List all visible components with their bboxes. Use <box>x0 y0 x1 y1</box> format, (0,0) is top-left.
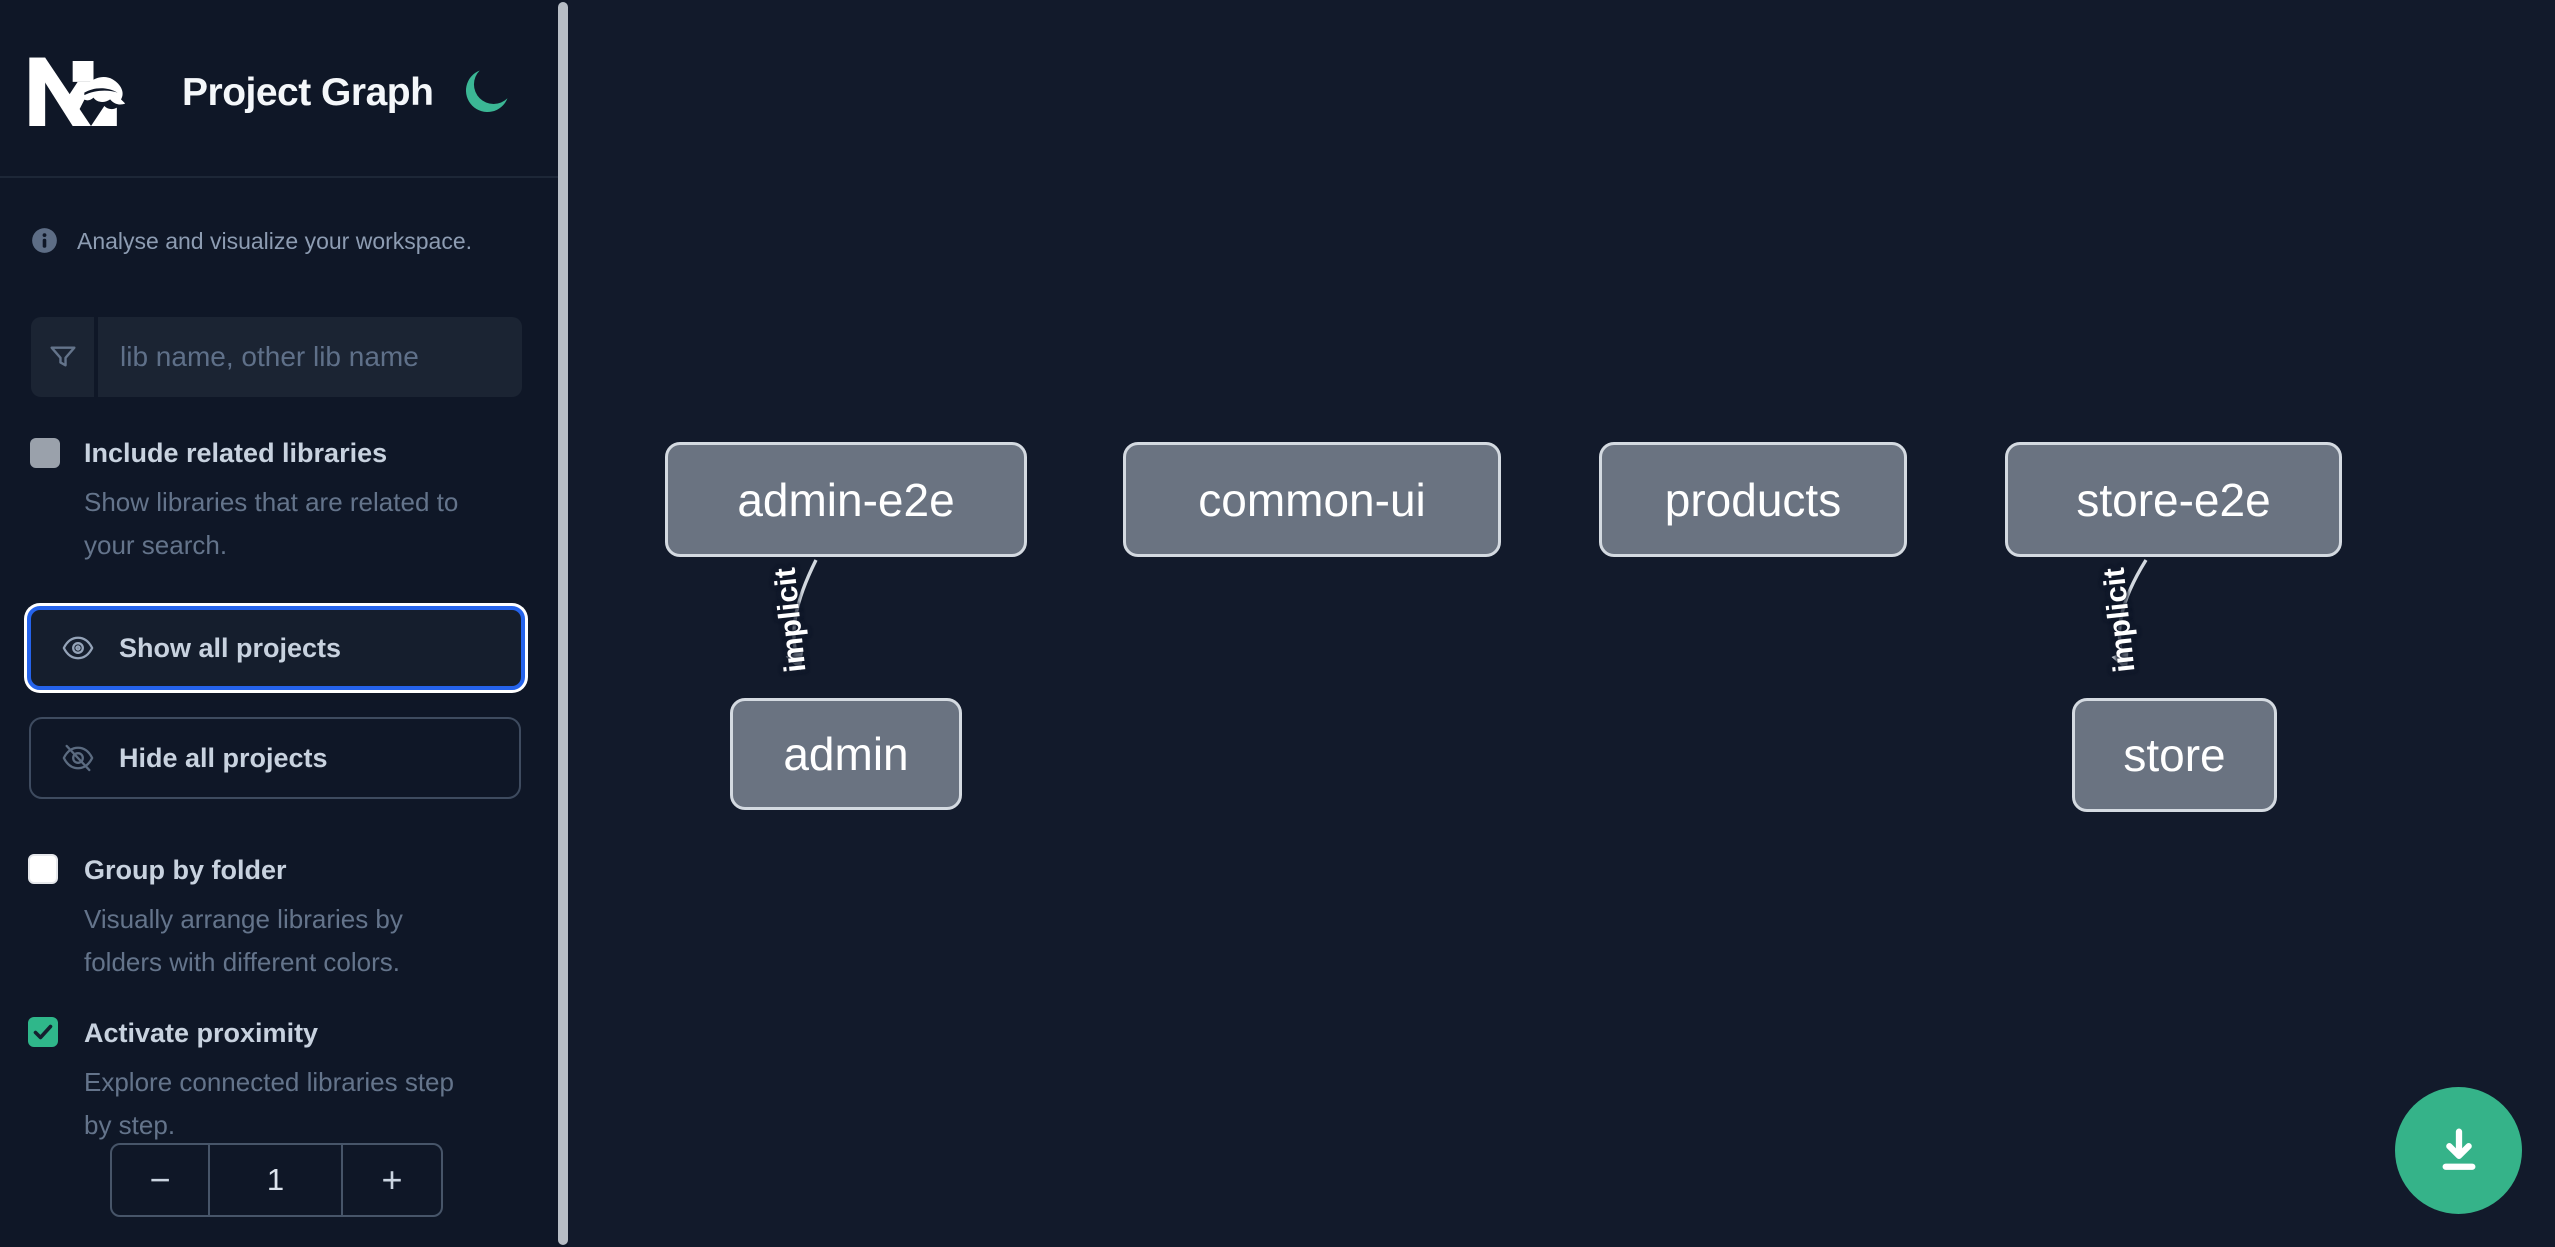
checkmark-icon <box>33 1024 53 1040</box>
group-by-folder-checkbox[interactable] <box>28 854 58 884</box>
node-store[interactable]: store <box>2072 698 2277 812</box>
stepper-decrement-button[interactable]: − <box>112 1145 208 1215</box>
node-products[interactable]: products <box>1599 442 1907 557</box>
node-label: products <box>1664 473 1842 526</box>
workspace-tagline: Analyse and visualize your workspace. <box>77 228 473 254</box>
nx-logo-icon <box>29 57 126 126</box>
project-graph-canvas[interactable]: admin-e2e common-ui products store-e2e a… <box>568 0 2555 1247</box>
page-title: Project Graph <box>182 71 434 114</box>
node-label: store-e2e <box>2076 473 2271 526</box>
activate-proximity-checkbox[interactable] <box>28 1017 58 1047</box>
stepper-value: 1 <box>208 1145 343 1215</box>
proximity-depth-stepper: − 1 + <box>110 1143 443 1217</box>
group-by-folder-label: Group by folder <box>84 855 287 885</box>
node-admin[interactable]: admin <box>730 698 962 810</box>
search-box <box>31 317 522 397</box>
eye-off-icon <box>62 744 94 772</box>
node-admin-e2e[interactable]: admin-e2e <box>665 442 1027 557</box>
sidebar: Project Graph Analyse and visualize your… <box>0 0 568 1247</box>
download-icon <box>2442 1128 2475 1170</box>
download-graph-button[interactable] <box>2395 1087 2522 1214</box>
funnel-icon <box>49 346 76 367</box>
sidebar-header: Project Graph <box>0 0 558 178</box>
dependency-edges <box>785 559 2148 671</box>
include-related-description: Show libraries that are related to your … <box>84 487 459 560</box>
search-input[interactable] <box>98 317 522 397</box>
node-common-ui[interactable]: common-ui <box>1123 442 1501 557</box>
edge-store-e2e-to-store <box>2111 559 2148 671</box>
activate-proximity-label: Activate proximity <box>84 1018 319 1048</box>
show-all-projects-button[interactable]: Show all projects <box>27 606 525 690</box>
include-related-label: Include related libraries <box>84 438 388 468</box>
sidebar-scrollbar[interactable] <box>558 2 568 1245</box>
node-label: common-ui <box>1198 473 1426 526</box>
show-all-projects-label: Show all projects <box>119 632 342 663</box>
workspace-tagline-row: Analyse and visualize your workspace. <box>31 224 531 256</box>
node-label: store <box>2123 729 2226 781</box>
theme-toggle-moon-icon[interactable] <box>458 64 514 120</box>
activate-proximity-description: Explore connected libraries step by step… <box>84 1067 454 1140</box>
node-label: admin <box>783 728 909 780</box>
group-by-folder-description: Visually arrange libraries by folders wi… <box>84 904 403 977</box>
filter-icon-segment <box>31 317 94 397</box>
include-related-checkbox[interactable] <box>30 438 60 468</box>
stepper-increment-button[interactable]: + <box>343 1145 441 1215</box>
hide-all-projects-button[interactable]: Hide all projects <box>29 717 521 799</box>
hide-all-projects-label: Hide all projects <box>119 742 328 773</box>
node-label: admin-e2e <box>737 473 955 526</box>
eye-icon <box>62 636 94 660</box>
info-icon <box>32 228 57 253</box>
node-store-e2e[interactable]: store-e2e <box>2005 442 2342 557</box>
edge-admin-e2e-to-admin <box>785 559 818 671</box>
